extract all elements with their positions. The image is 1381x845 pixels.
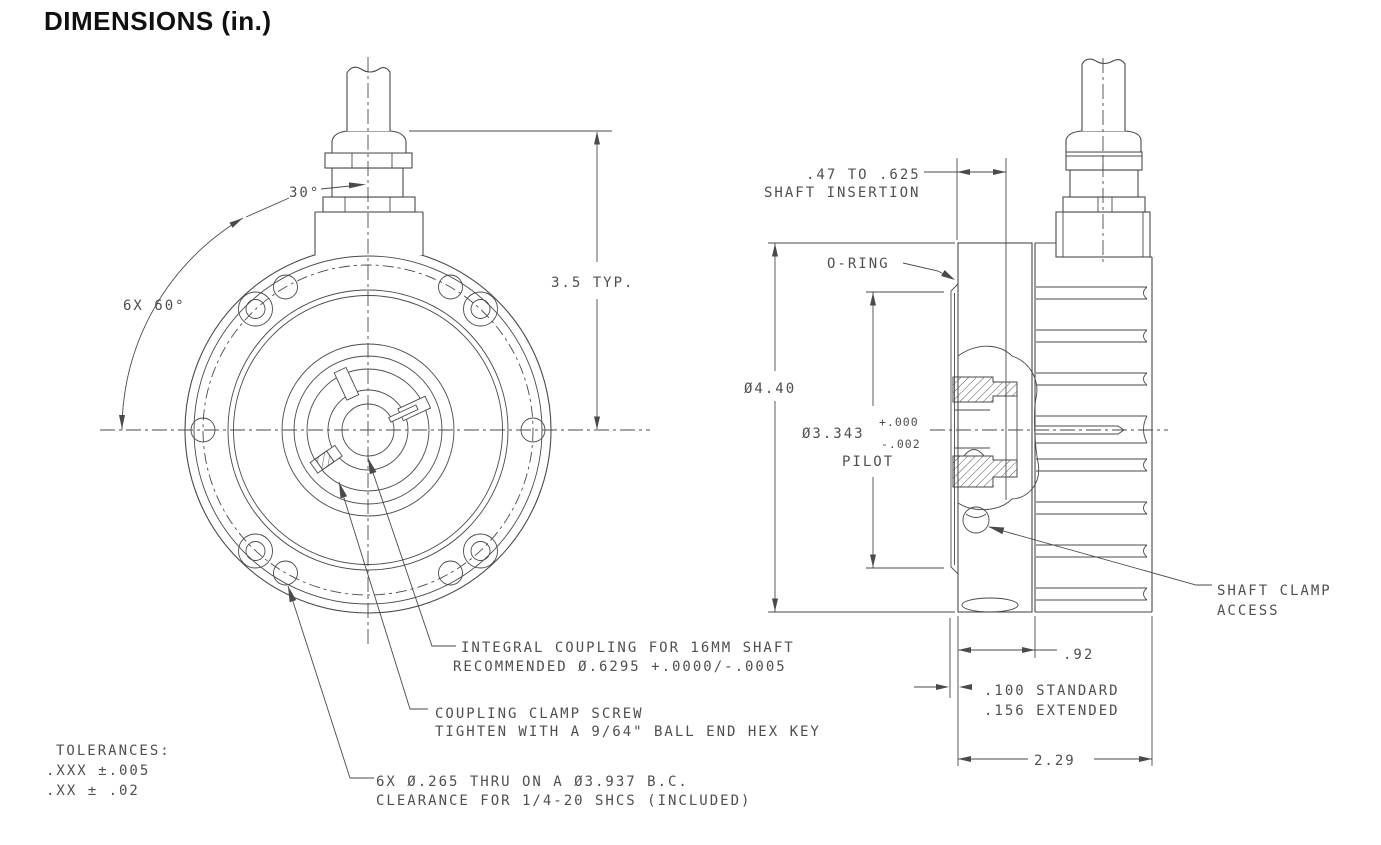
dim-pilot-tol-upper: +.000 [879,415,919,429]
dim-pilot-diameter-label: Ø3.343 [802,426,865,442]
dim-pilot-tol-lower: -.002 [881,437,921,451]
dim-shaft-insertion-2: SHAFT INSERTION [764,185,920,201]
broken-out-section [952,345,1040,511]
page-title: DIMENSIONS (in.) [44,6,272,36]
cable [346,66,391,131]
tolerances-xxx: .XXX ±.005 [46,763,150,779]
leader-shaft-clamp-access: SHAFT CLAMP ACCESS [988,526,1332,619]
connector-hex-lower [322,196,416,213]
connector-hex-upper [324,152,413,169]
dim-3-5-typ: 3.5 TYP. [409,130,634,430]
cable-gland-dome [331,130,407,154]
dim-pilot-label: PILOT [842,454,894,470]
dim-30-deg: 30° [245,182,366,218]
dim-6x60-deg: 6X 60° [119,217,244,431]
dim-overall-depth-label: 2.29 [1034,753,1076,769]
dim-outer-diameter: Ø4.40 [744,242,955,613]
section-hatch-upper [952,376,1018,403]
pilot-face [950,283,959,575]
leader-integral-coupling [367,457,456,647]
tolerances-title: TOLERANCES: [56,743,171,759]
note-bolt-holes-2: CLEARANCE FOR 1/4-20 SHCS (INCLUDED) [376,793,751,809]
dim-standoff-1: .100 STANDARD [984,683,1120,699]
note-integral-coupling-2: RECOMMENDED Ø.6295 +.0000/-.0005 [453,659,787,675]
shaft-clamp-access-hole [962,506,990,534]
tolerance-block: TOLERANCES: .XXX ±.005 .XX ± .02 [46,743,171,799]
label-shaft-clamp-2: ACCESS [1217,603,1280,619]
body-fins [1036,286,1148,601]
label-oring: O-RING [827,256,890,272]
front-view: 3.5 TYP. 30° 6X 60° I [100,57,821,809]
section-hatch-lower [952,455,1018,488]
dim-outer-diameter-label: Ø4.40 [744,381,796,397]
connector-stack-side [1055,58,1151,258]
side-view: .47 TO .625 SHAFT INSERTION O-RING Ø4.40 [744,58,1332,769]
note-bolt-holes-1: 6X Ø.265 THRU ON A Ø3.937 B.C. [376,774,689,790]
clamp-screw-section [314,450,335,471]
cap-screw-heads [238,291,498,569]
clamp-screw-hole-section [963,449,985,457]
dim-flange-depth-label: .92 [1063,647,1094,663]
dim-6x60-label: 6X 60° [123,298,186,314]
connector-neck [331,167,404,198]
leader-clamp-screw [338,481,428,710]
dim-3-5-typ-label: 3.5 TYP. [551,275,634,291]
cable-side [1081,58,1126,131]
label-shaft-clamp-1: SHAFT CLAMP [1217,583,1332,599]
dim-shaft-insertion: .47 TO .625 SHAFT INSERTION [764,158,1007,500]
dim-30-deg-label: 30° [289,185,320,201]
dim-pilot-diameter: Ø3.343 +.000 -.002 PILOT [802,291,944,569]
flange-side [957,242,1033,613]
dim-overall-depth: 2.29 [957,616,1153,769]
dim-shaft-insertion-1: .47 TO .625 [806,167,921,183]
note-clamp-screw-2: TIGHTEN WITH A 9/64" BALL END HEX KEY [435,724,821,740]
dim-standoff: .100 STANDARD .156 EXTENDED [914,618,1120,719]
connector-stack-front [314,66,424,255]
flange-slot [961,597,1019,613]
dim-flange-depth: .92 [958,616,1094,663]
clamp-screw-tip [388,404,419,423]
dim-standoff-2: .156 EXTENDED [984,703,1120,719]
clamp-slots [309,366,432,474]
note-integral-coupling-1: INTEGRAL COUPLING FOR 16MM SHAFT [461,640,795,656]
leader-oring: O-RING [827,256,955,280]
encoder-body [1034,242,1153,613]
note-clamp-screw-1: COUPLING CLAMP SCREW [435,706,644,722]
leader-bolt-holes [287,585,374,779]
tolerances-xx: .XX ± .02 [46,783,140,799]
